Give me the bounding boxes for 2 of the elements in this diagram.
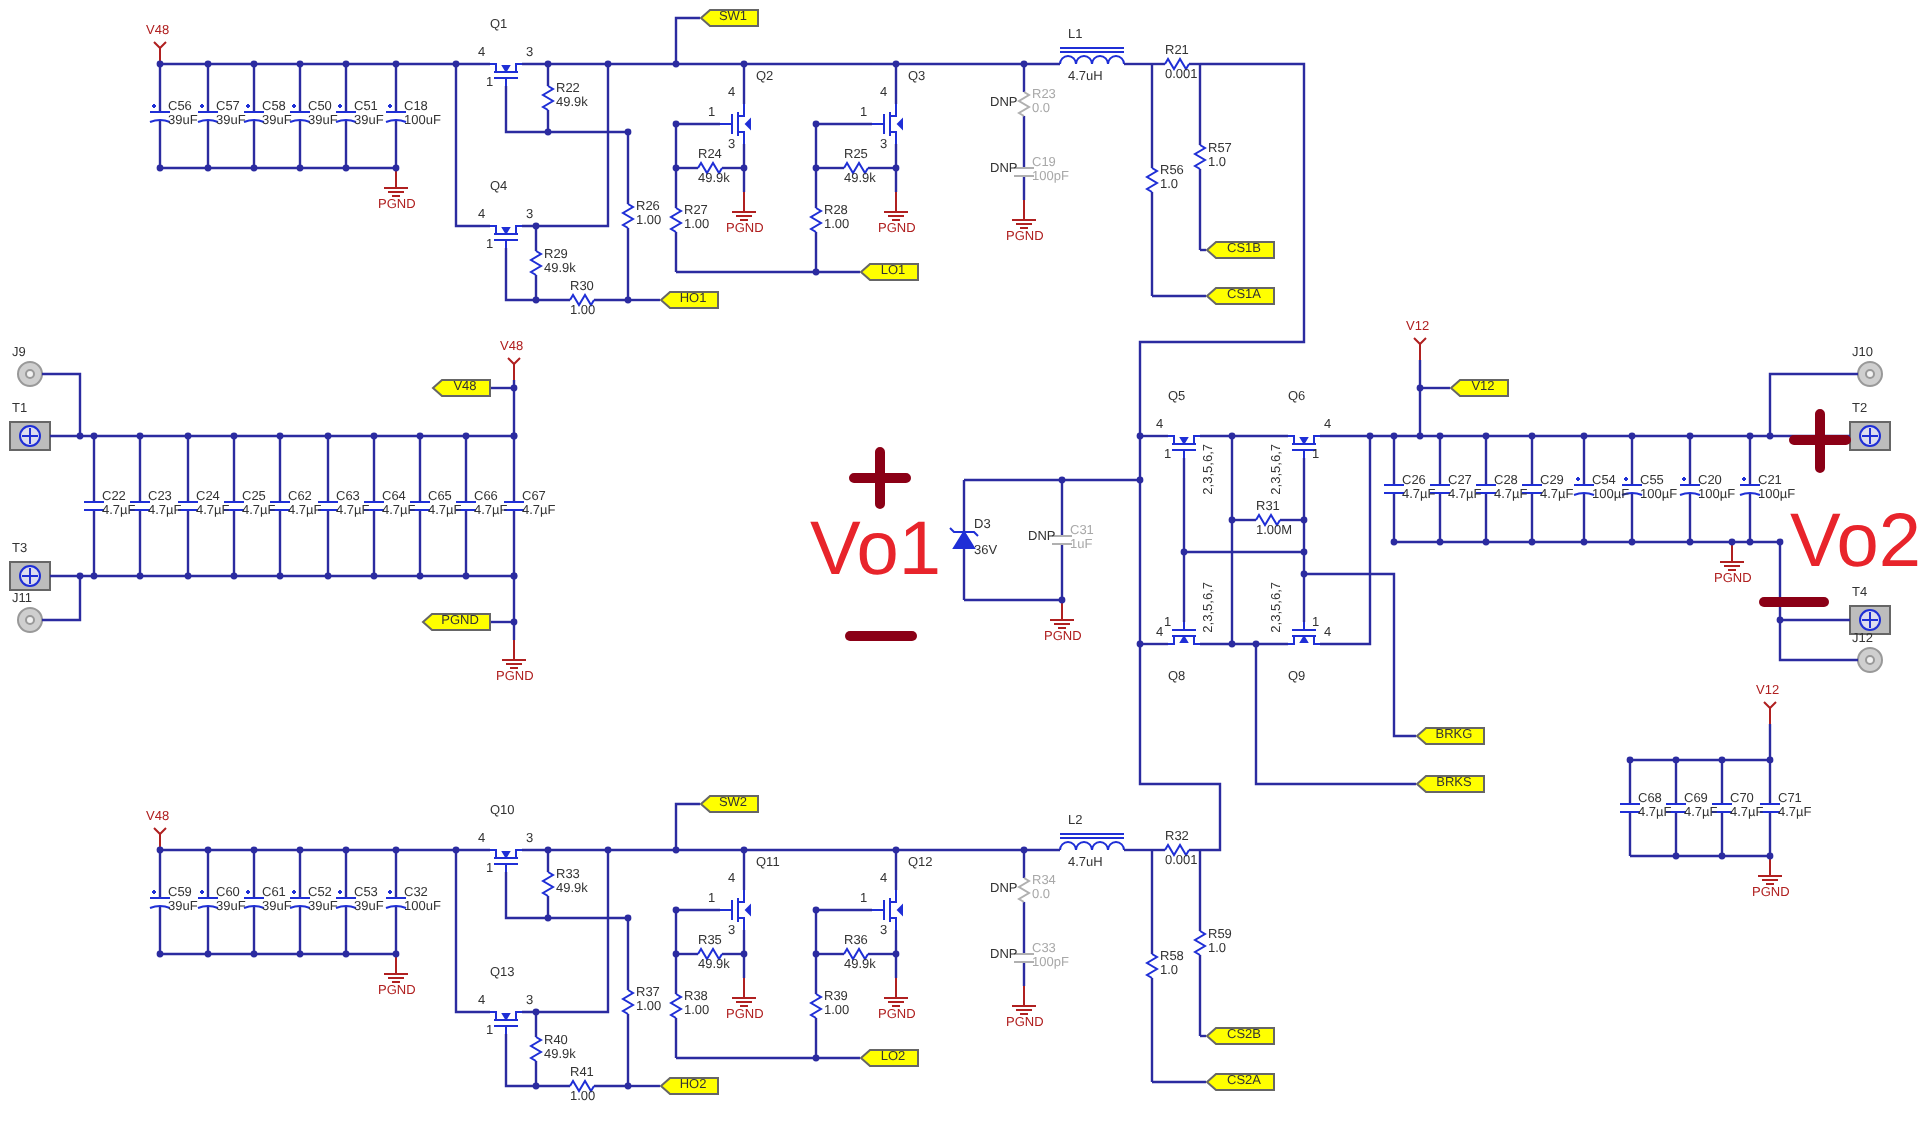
voltage-annotation: Vo1 [810,512,942,588]
voltage-annotation: Vo2 [1790,504,1922,580]
